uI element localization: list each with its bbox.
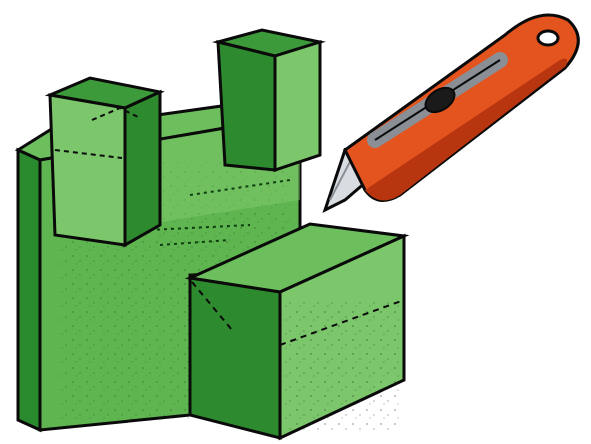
small-foam-cube-left xyxy=(50,78,160,245)
right-cube-left-face xyxy=(218,42,275,170)
utility-knife xyxy=(325,15,578,210)
large-block-left-face xyxy=(18,150,40,430)
left-cube-left-face xyxy=(50,95,125,245)
small-foam-cube-right xyxy=(218,30,320,170)
knife-hang-hole xyxy=(538,31,558,45)
right-cube-right-face xyxy=(275,42,320,170)
lower-block-speckle xyxy=(285,300,400,430)
left-cube-right-face xyxy=(125,92,160,245)
lower-block-left-face xyxy=(190,278,280,438)
